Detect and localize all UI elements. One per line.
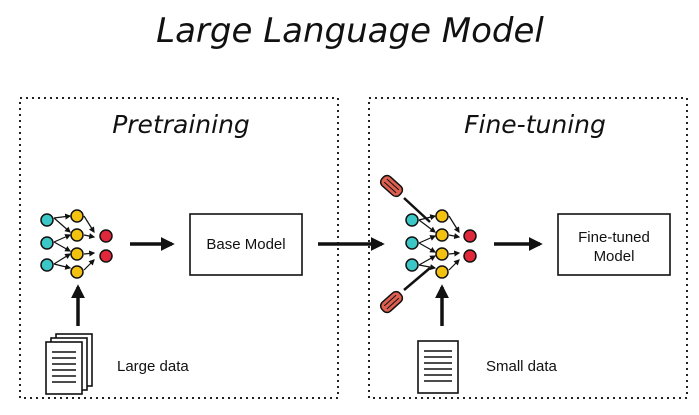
document-stack-icon bbox=[45, 333, 93, 395]
base-model-box bbox=[189, 213, 303, 276]
finetuned-model-label-line2: Model bbox=[594, 248, 635, 265]
finetuning-title: Fine-tuning bbox=[464, 110, 606, 139]
small-data-label: Small data bbox=[486, 358, 558, 375]
document-icon bbox=[417, 340, 459, 394]
finetuned-model-box bbox=[557, 213, 671, 276]
screwdriver-icon bbox=[379, 174, 431, 223]
finetuning-panel bbox=[368, 97, 688, 399]
finetuned-model-label-line1: Fine-tuned bbox=[578, 229, 650, 246]
large-data-label: Large data bbox=[117, 358, 189, 375]
diagram-title: Large Language Model bbox=[156, 11, 544, 51]
pretraining-title: Pretraining bbox=[112, 110, 250, 139]
base-model-label: Base Model bbox=[206, 236, 285, 253]
pretraining-panel bbox=[19, 97, 339, 399]
screwdriver-icon bbox=[379, 267, 431, 314]
neural-network-icon bbox=[405, 209, 477, 279]
neural-network-icon bbox=[40, 209, 113, 279]
